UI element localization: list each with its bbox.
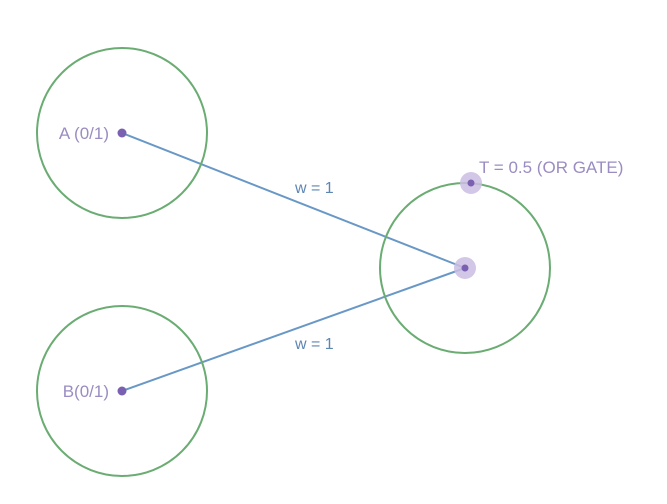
input-b-label: B(0/1) bbox=[63, 382, 109, 401]
edge-b-to-output bbox=[121, 267, 466, 392]
input-b-circle bbox=[36, 305, 208, 477]
input-a-circle bbox=[36, 47, 208, 219]
input-a-point[interactable] bbox=[117, 128, 127, 138]
weight-b-label: w = 1 bbox=[294, 336, 334, 353]
threshold-point[interactable] bbox=[467, 179, 475, 187]
output-center-point[interactable] bbox=[461, 264, 469, 272]
threshold-label: T = 0.5 (OR GATE) bbox=[479, 158, 623, 177]
edge-a-to-output bbox=[121, 132, 466, 269]
input-a-label: A (0/1) bbox=[59, 124, 109, 143]
weight-a-label: w = 1 bbox=[294, 180, 334, 197]
input-b-point[interactable] bbox=[117, 386, 127, 396]
